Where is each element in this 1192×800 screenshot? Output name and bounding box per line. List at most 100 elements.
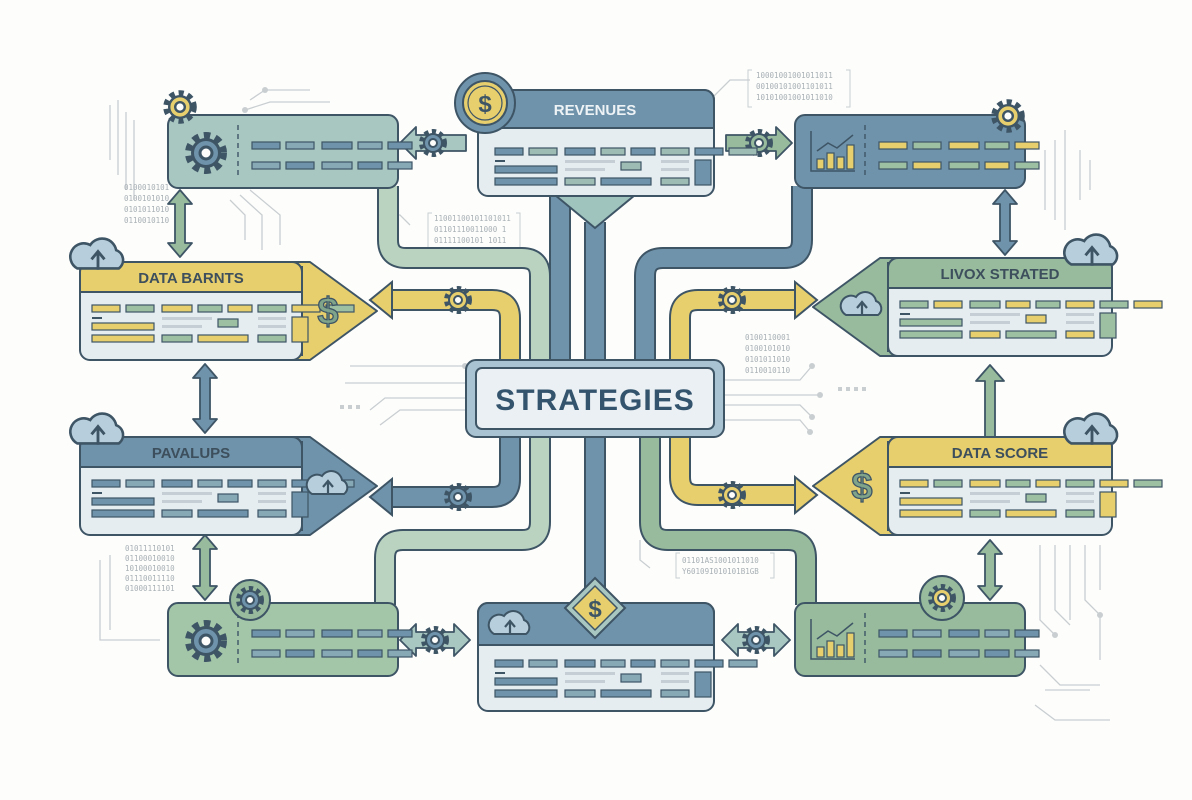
data-cell [285,141,315,150]
data-cell [1025,493,1047,503]
arrow-head-icon [368,279,393,321]
data-cell [984,161,1010,170]
card-bottom-right[interactable] [794,602,1040,677]
data-line [900,313,910,315]
data-cell [948,649,980,658]
data-cell [899,479,929,488]
svg-text:Y60109I010101B1GB: Y60109I010101B1GB [682,567,759,576]
data-line [258,317,286,320]
card-top-right[interactable] [794,114,1040,189]
data-cell [161,479,193,488]
data-cell [285,649,315,658]
data-cell [912,629,942,638]
data-cell [694,659,724,668]
data-cell [660,177,690,186]
card-body [794,602,1026,677]
data-cell [1014,141,1040,150]
cloud-upload-icon [1062,412,1119,447]
data-cell [494,165,558,174]
card-bottom-left[interactable] [167,602,413,677]
data-cell [899,318,963,327]
data-cell [227,304,253,313]
data-cell [291,491,309,518]
dollar-coin-icon: $ [454,72,516,134]
cloud-upload-icon [68,412,125,447]
binary-top-right: 10001001001011011 00100101001101011 1010… [747,69,851,108]
data-cell [357,141,383,150]
data-cell [1014,629,1040,638]
data-cell [1005,300,1031,309]
card-data-barnts[interactable]: DATA BARNTS$ [68,237,378,361]
data-cell [969,330,1001,339]
data-cell [494,677,558,686]
binary-right-mid: 0100110001 0100101010 0101011010 0110010… [745,333,791,375]
data-cell [257,509,287,518]
pipe [636,186,811,360]
data-cell [984,629,1010,638]
card-revenues[interactable]: REVENUES $ [454,72,758,230]
dollar-icon: $ [317,291,338,333]
data-line [565,168,605,171]
data-cell [899,300,929,309]
data-cell [912,161,942,170]
strategies-center-box[interactable]: STRATEGIES [465,359,725,438]
data-line [92,492,102,494]
card-pavalups[interactable]: PAVALUPS [68,412,378,536]
data-cell [197,304,223,313]
data-cell [357,629,383,638]
svg-text:0100101010: 0100101010 [124,194,170,203]
data-cell [217,318,239,328]
cloud-upload-icon [68,237,125,272]
card-bottom-center[interactable]: $ [477,576,758,712]
data-line [970,500,1010,503]
data-cell [1035,300,1061,309]
card-top-left[interactable] [167,114,413,189]
data-cell [600,147,626,156]
svg-text:0101011010: 0101011010 [124,205,170,214]
up-arrow-icon [975,364,1005,438]
data-line [661,672,689,675]
data-line [258,492,286,495]
card-title: DATA SCORE [952,445,1048,462]
data-line [900,492,910,494]
card-body [167,602,399,677]
data-cell [1065,479,1095,488]
data-cell [564,659,596,668]
data-line [495,672,505,674]
data-line [970,492,1020,495]
data-cell [251,161,281,170]
card-data-score[interactable]: DATA SCORE$ [812,412,1163,536]
data-cell [1065,509,1095,518]
data-cell [161,304,193,313]
data-line [92,317,102,319]
data-cell [251,629,281,638]
data-line [258,500,286,503]
data-line [565,672,615,675]
data-cell [197,479,223,488]
data-cell [899,497,963,506]
binary-bottom-center: 01101AS1001011010 Y60109I010101B1GB [675,552,775,579]
center-title: STRATEGIES [495,384,694,417]
data-cell [494,689,558,698]
data-cell [125,304,155,313]
data-cell [387,161,413,170]
card-livox-strated[interactable]: LIVOX STRATED [812,233,1163,357]
data-cell [197,509,249,518]
data-cell [564,689,596,698]
data-cell [1025,314,1047,324]
arrow-head-icon [368,476,393,518]
data-cell [969,300,1001,309]
data-cell [948,141,980,150]
data-cell [933,479,963,488]
data-cell [600,177,652,186]
data-cell [321,161,353,170]
svg-text:0100110001: 0100110001 [745,333,790,342]
double-arrow-icon [192,534,218,601]
data-cell [878,161,908,170]
data-cell [899,509,963,518]
data-cell [291,316,309,343]
bar-chart-icon [810,131,855,172]
data-line [661,160,689,163]
dollar-icon: $ [588,596,602,623]
data-cell [257,334,287,343]
